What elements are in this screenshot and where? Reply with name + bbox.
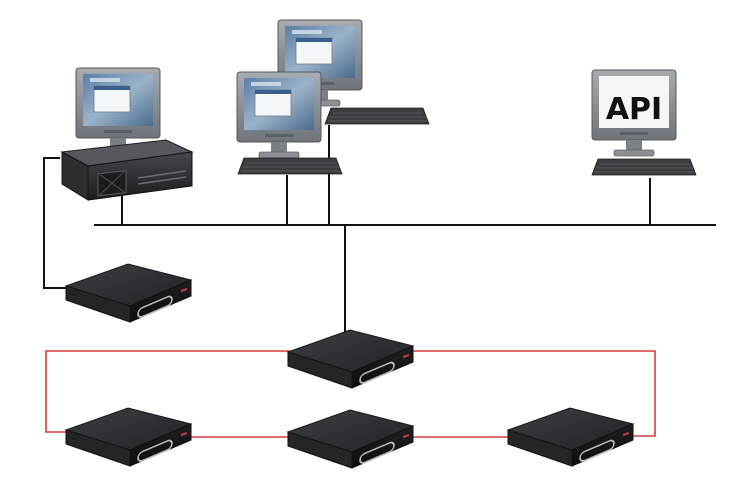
ring-link-right-top (410, 350, 656, 437)
recorder-ring-top[interactable] (287, 329, 414, 389)
recorder-standalone[interactable] (65, 263, 192, 323)
api-label: API (606, 92, 662, 127)
link-server-standalone-recorder (43, 157, 74, 289)
api-workstation[interactable]: API (591, 69, 697, 176)
server-workstation[interactable] (60, 67, 194, 201)
recorder-ring-right[interactable] (507, 407, 634, 467)
api-keyboard (591, 158, 697, 176)
client-front-keyboard (237, 157, 343, 175)
client-back-keyboard (324, 107, 430, 125)
server-monitor (75, 67, 161, 155)
network-backbone (43, 125, 716, 336)
api-screen (599, 76, 669, 128)
client-front-monitor (236, 71, 322, 159)
ring-link-top-left (45, 350, 290, 433)
recorder-ring-left[interactable] (65, 407, 192, 467)
server-case (60, 139, 194, 201)
recorder-ring-middle[interactable] (287, 409, 414, 469)
recorder-ring (45, 350, 656, 438)
